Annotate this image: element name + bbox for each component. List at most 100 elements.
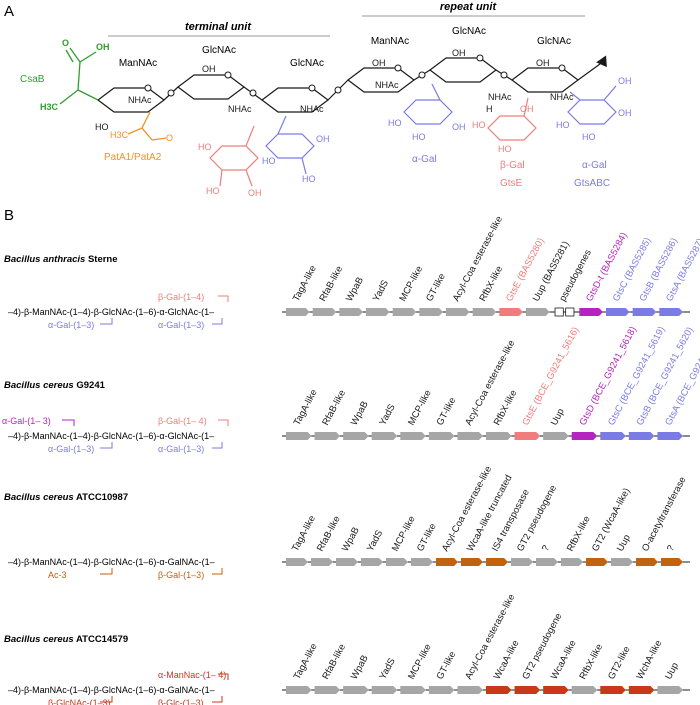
sugar-name-1: ManNAc — [119, 58, 157, 69]
oh-ring-5: OH — [452, 48, 466, 58]
pat-label: PatA1/PatA2 — [104, 152, 162, 163]
gene-arrow-3 — [336, 558, 358, 566]
gene-label-4: YadS — [377, 656, 397, 681]
polysaccharide-chain: –4)-β-ManNAc-(1–4)-β-GlcNAc-(1–6)-α-GalN… — [8, 557, 215, 567]
nhac-3: NHAc — [300, 104, 324, 114]
gene-arrow-3 — [343, 686, 369, 694]
alpha-gal-label-1: α-Gal — [412, 154, 437, 165]
strain-designation: ATCC14579 — [74, 634, 128, 645]
strain-designation: G9241 — [74, 380, 106, 391]
blue-galactose-repeat-1 — [403, 83, 453, 125]
pyruvate-oh: OH — [96, 42, 110, 52]
gene-arrow-8 — [461, 558, 483, 566]
gene-arrow-6 — [428, 432, 455, 440]
gene-label-6: GT-like — [424, 272, 448, 304]
gal-a-oh: OH — [248, 188, 262, 198]
gene-label-3: WpaB — [349, 399, 371, 427]
gene-label-1: TagA-like — [290, 514, 318, 554]
salmon-galactose-repeat — [487, 97, 537, 141]
loci-layer: Bacillus anthracis Sterne–4)-β-ManNAc-(1… — [2, 214, 700, 705]
branch-label-2: β-Gal-(1–3) — [158, 570, 204, 580]
gal-e-ho-1: HO — [556, 120, 570, 130]
locus-3: Bacillus cereus ATCC10987–4)-β-ManNAc-(1… — [4, 464, 690, 580]
strain-designation: ATCC10987 — [74, 492, 128, 503]
gal-b-oh: OH — [316, 134, 330, 144]
branch-label-3: β-Glc-(1–3) — [158, 698, 204, 705]
link-oxygen-1 — [167, 89, 175, 97]
panel-b: B Bacillus anthracis Sterne–4)-β-ManNAc-… — [2, 207, 700, 705]
gene-arrow-4 — [366, 308, 390, 316]
gene-arrow-5 — [400, 686, 426, 694]
ring-oxygen-5 — [476, 54, 484, 62]
gene-label-16: ? — [665, 544, 677, 554]
gene-arrow-1 — [286, 686, 312, 694]
strain-title: Bacillus cereus ATCC14579 — [4, 634, 128, 645]
gene-label-14: Uup — [663, 661, 681, 682]
gene-arrow-6 — [411, 558, 433, 566]
gene-arrow-2 — [314, 686, 341, 694]
panel-a: A terminal unit repeat unit ManNAc GlcNA… — [4, 1, 632, 198]
gene-arrow-2 — [311, 558, 333, 566]
gene-label-2: RfaB-like — [320, 388, 348, 427]
gene-arrow-3 — [343, 432, 369, 440]
branch-label-3: β-Gal-(1– 4) — [158, 416, 207, 426]
gene-arrow-8 — [486, 686, 512, 694]
gene-label-4: YadS — [377, 402, 397, 427]
beta-gal-label: β-Gal — [500, 160, 525, 171]
gal-c-oh: OH — [452, 122, 466, 132]
gene-label-1: TagA-like — [291, 264, 319, 304]
gene-label-7: Acyl-Coa esterase-like — [463, 592, 517, 681]
ring-6 — [511, 67, 579, 93]
gene-label-1: TagA-like — [292, 642, 320, 682]
gene-arrow-7 — [446, 308, 470, 316]
gene-label-15: O-acetyltransferase — [640, 475, 689, 553]
panel-b-label: B — [4, 207, 14, 224]
gene-arrow-5 — [392, 308, 417, 316]
strain-genus-species: Bacillus cereus — [4, 380, 74, 391]
terminal-unit-label: terminal unit — [185, 21, 252, 33]
gene-label-7: Acyl-Coa esterase-like — [451, 214, 505, 303]
acetyl-h3c: H3C — [110, 130, 129, 140]
gal-c-ho-1: HO — [388, 118, 402, 128]
nhac-4: NHAc — [375, 80, 399, 90]
ring-2 — [177, 74, 245, 100]
nhac-6: NHAc — [550, 92, 574, 102]
branch-label-3: α-Gal-(1–3) — [158, 320, 204, 330]
link-oxygen-5 — [500, 71, 508, 79]
gene-arrow-10 — [543, 432, 569, 440]
ring-oxygen-1 — [144, 84, 152, 92]
gene-arrow-14 — [611, 558, 633, 566]
nhac-2: NHAc — [228, 104, 252, 114]
ho-ring-1: HO — [95, 122, 109, 132]
gene-label-10: WcaA-like — [549, 638, 579, 681]
pyruvate-o: O — [62, 38, 69, 48]
gene-arrow-12 — [561, 558, 583, 566]
sugar-name-6: GlcNAc — [537, 36, 571, 47]
alpha-gal-label-2: α-Gal — [582, 160, 607, 171]
gene-arrow-14 — [657, 432, 683, 440]
gene-label-6: GT-like — [435, 396, 459, 428]
gene-arrow-5 — [386, 558, 408, 566]
acetyl-group — [127, 111, 167, 141]
gene-arrow-1 — [286, 432, 312, 440]
sugar-name-3: GlcNAc — [290, 58, 324, 69]
gene-arrow-14 — [632, 308, 657, 316]
branch-label-1: Ac-3 — [48, 570, 67, 580]
gene-arrow-9 — [514, 686, 541, 694]
gene-arrow-1 — [286, 558, 308, 566]
pseudogene-box-11 — [554, 307, 564, 317]
gene-label-1: TagA-like — [292, 388, 320, 428]
gene-label-5: MCP-like — [390, 514, 418, 553]
gal-d-oh: OH — [520, 104, 534, 114]
gal-b-ho-1: HO — [262, 156, 276, 166]
branch-label-2: β-Gal-(1–4) — [158, 292, 204, 302]
gene-arrow-8 — [472, 308, 497, 316]
pseudogene-box-11b — [565, 307, 575, 317]
branch-bracket-1 — [218, 673, 229, 680]
gene-arrow-4 — [371, 686, 398, 694]
gene-arrow-6 — [419, 308, 443, 316]
sugar-name-4: ManNAc — [371, 36, 409, 47]
branch-bracket-2 — [212, 568, 223, 575]
branch-bracket-1 — [100, 318, 113, 325]
branch-label-1: α-Gal-(1–3) — [48, 320, 94, 330]
